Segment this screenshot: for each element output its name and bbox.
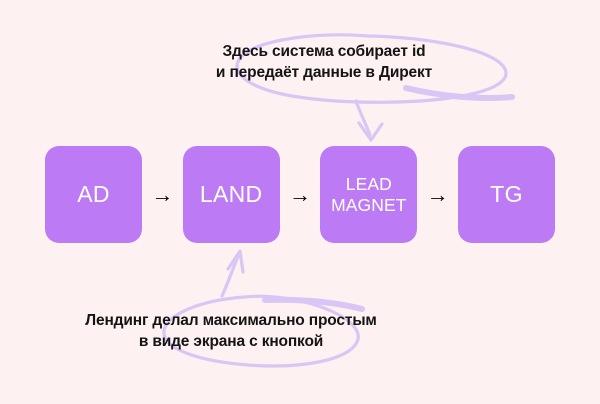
flow-connector-2: → [280,146,321,243]
annotation-top-line-1: Здесь система собирает id [222,43,426,60]
flow-connector-1: → [142,146,183,243]
flow-node-lead-magnet-line-2: MAGNET [331,194,407,215]
flow-node-lead-magnet-label: LEAD MAGNET [331,174,406,216]
arrow-right-icon: → [151,181,174,207]
annotation-top-line-2: и передаёт данные в Директ [215,64,433,81]
annotation-bottom-line-1: Лендинг делал максимально простым [85,312,377,329]
annotation-bottom-oval-tail [262,296,365,312]
flow-node-tg[interactable]: TG [458,146,556,243]
flow-connector-3: → [417,146,458,243]
arrow-right-icon: → [289,181,311,207]
flow-node-tg-label: TG [490,182,523,207]
flow-node-land[interactable]: LAND [182,146,280,243]
flow-node-lead-magnet-line-1: LEAD [345,173,392,194]
annotation-bottom-arrow-head [226,249,245,274]
flow-node-lead-magnet[interactable]: LEAD MAGNET [320,146,418,243]
flow-node-land-label: LAND [200,182,263,207]
flow-diagram: AD → LAND → LEAD MAGNET → TG [45,146,556,243]
annotation-bottom-text: Лендинг делал максимально простым в виде… [0,310,531,352]
annotation-top-text: Здесь система собирает id и передаёт дан… [24,41,600,83]
annotation-top-oval-tail [403,85,515,101]
annotation-bottom-line-2: в виде экрана с кнопкой [138,333,324,350]
flow-node-ad[interactable]: AD [45,146,142,243]
annotation-bottom-arrow-stem [220,252,241,298]
flow-node-ad-line-1: AD [77,181,110,207]
flow-node-tg-line-1: TG [490,181,523,207]
annotation-top-arrow-stem [354,99,372,137]
annotation-top-arrow-head [357,121,384,142]
arrow-right-icon: → [426,181,449,207]
flow-node-land-line-1: LAND [199,181,263,207]
flow-node-ad-label: AD [77,182,110,207]
